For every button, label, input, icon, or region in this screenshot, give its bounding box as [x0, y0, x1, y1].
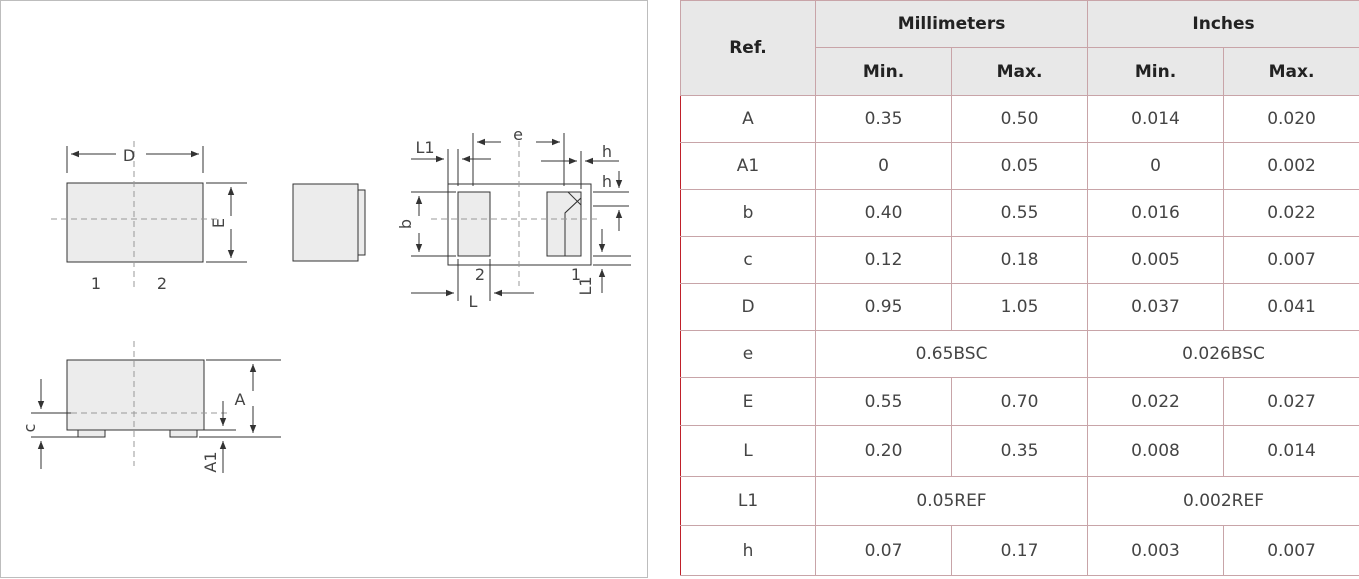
mm-max-cell: 0.70	[952, 378, 1088, 426]
label-a1: A1	[201, 451, 220, 472]
label-a: A	[235, 390, 246, 409]
in-max-cell: 0.007	[1224, 237, 1359, 284]
side-view-small	[293, 184, 365, 261]
mm-min-cell: 0.12	[816, 237, 952, 284]
header-in-min: Min.	[1088, 48, 1224, 96]
ref-cell: L	[681, 426, 816, 477]
ref-cell: E	[681, 378, 816, 426]
in-max-cell: 0.022	[1224, 190, 1359, 237]
mm-max-cell: 0.55	[952, 190, 1088, 237]
in-max-cell: 0.020	[1224, 96, 1359, 143]
dimension-table: Ref. Millimeters Inches Min. Max. Min. M…	[680, 0, 1359, 576]
table-row: A1 0 0.05 0 0.002	[681, 143, 1359, 190]
ref-cell: b	[681, 190, 816, 237]
label-c: c	[20, 424, 39, 433]
label-pin1-bottom: 1	[571, 265, 581, 284]
header-mm-max: Max.	[952, 48, 1088, 96]
in-min-cell: 0	[1088, 143, 1224, 190]
table-row: D 0.95 1.05 0.037 0.041	[681, 284, 1359, 331]
label-l: L	[469, 292, 478, 311]
header-in-max: Max.	[1224, 48, 1359, 96]
label-pin2-bottom: 2	[475, 265, 485, 284]
in-min-cell: 0.037	[1088, 284, 1224, 331]
mm-span-cell: 0.65BSC	[816, 331, 1088, 378]
mm-min-cell: 0.95	[816, 284, 952, 331]
table-row: A 0.35 0.50 0.014 0.020	[681, 96, 1359, 143]
table-row: e 0.65BSC 0.026BSC	[681, 331, 1359, 378]
mm-min-cell: 0.07	[816, 526, 952, 576]
in-min-cell: 0.014	[1088, 96, 1224, 143]
in-min-cell: 0.008	[1088, 426, 1224, 477]
table-row: L 0.20 0.35 0.008 0.014	[681, 426, 1359, 477]
package-outline-drawing: D E 1 2 e	[1, 1, 649, 579]
label-pin2: 2	[157, 274, 167, 293]
mm-min-cell: 0.20	[816, 426, 952, 477]
table-row: L1 0.05REF 0.002REF	[681, 477, 1359, 526]
mm-max-cell: 1.05	[952, 284, 1088, 331]
label-l1-top: L1	[415, 138, 434, 157]
in-min-cell: 0.005	[1088, 237, 1224, 284]
label-b: b	[396, 219, 415, 229]
label-pin1: 1	[91, 274, 101, 293]
front-view: A c A1	[20, 341, 281, 473]
mm-max-cell: 0.05	[952, 143, 1088, 190]
ref-cell: e	[681, 331, 816, 378]
bottom-view: e L1 h h b	[396, 125, 631, 311]
in-span-cell: 0.002REF	[1088, 477, 1359, 526]
ref-cell: L1	[681, 477, 816, 526]
header-millimeters: Millimeters	[816, 1, 1088, 48]
in-min-cell: 0.022	[1088, 378, 1224, 426]
mm-min-cell: 0.55	[816, 378, 952, 426]
ref-cell: A1	[681, 143, 816, 190]
dimension-table-container: Ref. Millimeters Inches Min. Max. Min. M…	[680, 0, 1359, 578]
ref-cell: D	[681, 284, 816, 331]
mm-max-cell: 0.50	[952, 96, 1088, 143]
table-row: c 0.12 0.18 0.005 0.007	[681, 237, 1359, 284]
mm-min-cell: 0.40	[816, 190, 952, 237]
mm-min-cell: 0.35	[816, 96, 952, 143]
header-ref: Ref.	[681, 1, 816, 96]
label-h-second: h	[602, 172, 612, 191]
table-row: h 0.07 0.17 0.003 0.007	[681, 526, 1359, 576]
mm-max-cell: 0.18	[952, 237, 1088, 284]
mm-min-cell: 0	[816, 143, 952, 190]
table-row: E 0.55 0.70 0.022 0.027	[681, 378, 1359, 426]
mm-max-cell: 0.35	[952, 426, 1088, 477]
in-max-cell: 0.007	[1224, 526, 1359, 576]
label-h-top: h	[602, 142, 612, 161]
mm-span-cell: 0.05REF	[816, 477, 1088, 526]
header-mm-min: Min.	[816, 48, 952, 96]
package-drawing-panel: D E 1 2 e	[0, 0, 648, 578]
in-min-cell: 0.003	[1088, 526, 1224, 576]
ref-cell: A	[681, 96, 816, 143]
ref-cell: c	[681, 237, 816, 284]
in-max-cell: 0.014	[1224, 426, 1359, 477]
in-max-cell: 0.027	[1224, 378, 1359, 426]
in-max-cell: 0.002	[1224, 143, 1359, 190]
top-view: D E 1 2	[51, 141, 247, 293]
in-max-cell: 0.041	[1224, 284, 1359, 331]
in-min-cell: 0.016	[1088, 190, 1224, 237]
in-span-cell: 0.026BSC	[1088, 331, 1359, 378]
header-inches: Inches	[1088, 1, 1359, 48]
ref-cell: h	[681, 526, 816, 576]
label-d: D	[123, 146, 135, 165]
table-row: b 0.40 0.55 0.016 0.022	[681, 190, 1359, 237]
table-header-row-1: Ref. Millimeters Inches	[681, 1, 1359, 48]
mm-max-cell: 0.17	[952, 526, 1088, 576]
label-e-width: E	[209, 218, 228, 228]
label-e-pitch: e	[513, 125, 523, 144]
